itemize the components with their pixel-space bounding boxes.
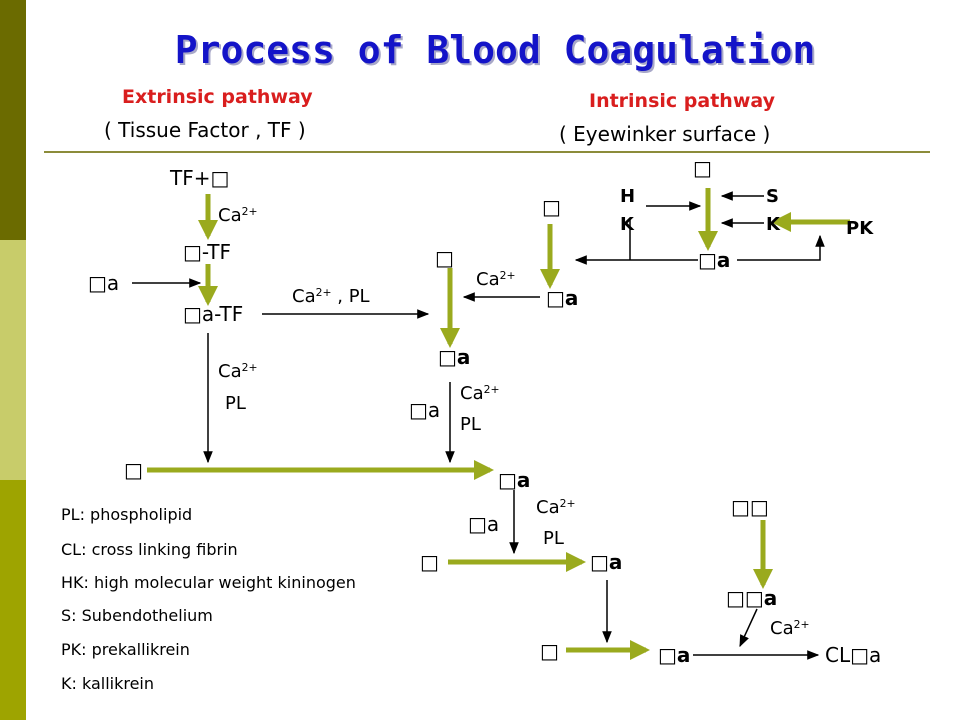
node-viia-left: □a: [88, 271, 120, 295]
label-pl-1: PL: [225, 393, 246, 414]
label-ca-2: Ca2+: [218, 361, 258, 382]
node-ixa: □a: [438, 345, 471, 369]
node-ia: □a: [658, 643, 691, 667]
legend-cl: CL: cross linking fibrin: [61, 540, 238, 559]
legend-hk: HK: high molecular weight kininogen: [61, 573, 356, 592]
node-x: □: [124, 458, 143, 482]
node-i: □: [540, 639, 559, 663]
node-va: □a: [468, 512, 500, 536]
label-ca-1: Ca2+: [218, 205, 258, 226]
node-xia: □a: [546, 286, 579, 310]
side-bar-mid: [0, 240, 26, 480]
node-s: S: [766, 186, 779, 207]
node-xiia: □a: [698, 248, 731, 272]
side-bar-light: [0, 480, 26, 720]
extrinsic-subtitle: ( Tissue Factor , TF ): [104, 118, 306, 142]
label-pl-2: PL: [460, 414, 481, 435]
node-xiiia: □□a: [726, 586, 778, 610]
node-xii: □: [693, 156, 712, 180]
label-pl-3: PL: [543, 528, 564, 549]
legend-pk: PK: prekallikrein: [61, 640, 190, 659]
node-clia: CL□a: [825, 643, 882, 667]
legend-k: K: kallikrein: [61, 674, 155, 693]
arrow-xiia-to-pk: [737, 234, 825, 261]
node-viiia: □a: [409, 398, 441, 422]
node-tf-vii: TF+□: [170, 166, 230, 190]
node-k: K: [766, 214, 780, 235]
node-pk: PK: [846, 218, 874, 239]
node-xa: □a: [498, 468, 531, 492]
node-ix: □: [435, 246, 454, 270]
side-bar-dark: [0, 0, 26, 240]
node-vii-tf: □-TF: [183, 240, 231, 264]
label-ca-6: Ca2+: [770, 618, 810, 639]
extrinsic-heading: Extrinsic pathway: [122, 86, 313, 108]
node-ii: □: [420, 550, 439, 574]
node-viia-tf: □a-TF: [183, 302, 244, 326]
label-ca-4: Ca2+: [460, 383, 500, 404]
label-ca-3: Ca2+: [476, 269, 516, 290]
node-hk-h: H: [620, 186, 636, 207]
legend-pl: PL: phospholipid: [61, 505, 193, 524]
page-title: Process of Blood Coagulation: [174, 28, 816, 72]
label-ca-pl-1: Ca2+ , PL: [292, 286, 370, 307]
node-hk-k: K: [620, 214, 634, 235]
label-ca-5: Ca2+: [536, 497, 576, 518]
node-iia: □a: [590, 550, 623, 574]
intrinsic-subtitle: ( Eyewinker surface ): [559, 122, 771, 146]
intrinsic-heading: Intrinsic pathway: [589, 90, 775, 112]
node-xi: □: [542, 195, 561, 219]
arrow-xiiia-to-clia: [739, 608, 758, 648]
node-xiii: □□: [731, 495, 769, 519]
legend-s: S: Subendothelium: [61, 606, 213, 625]
